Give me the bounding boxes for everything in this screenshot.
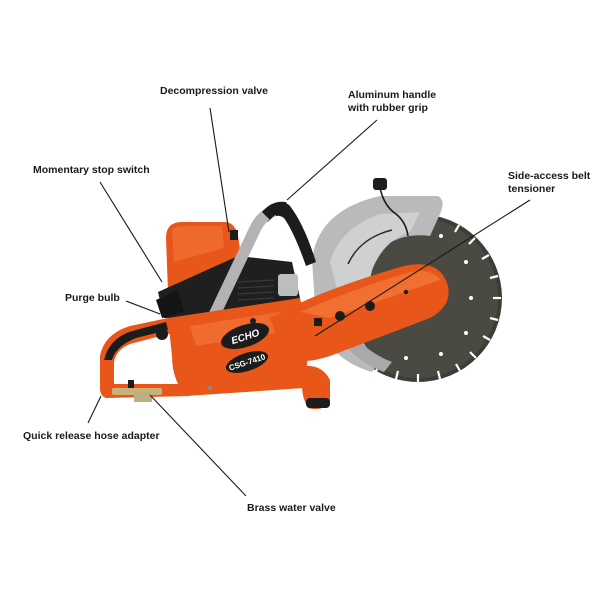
label-purge-bulb: Purge bulb <box>65 292 120 305</box>
label-side-access-belt-tensioner: Side-access belt tensioner <box>508 170 590 196</box>
label-quick-release-hose-adapter: Quick release hose adapter <box>23 430 160 443</box>
leader-aluminum-handle <box>286 119 378 201</box>
label-text-line1: Side-access belt <box>508 170 591 182</box>
leader-decompression-valve <box>209 107 230 233</box>
label-momentary-stop-switch: Momentary stop switch <box>33 164 150 177</box>
label-text: Momentary stop switch <box>33 164 150 176</box>
leader-belt-tensioner <box>314 199 531 337</box>
leader-lines <box>87 107 531 497</box>
belt-tensioner-knob <box>335 311 345 321</box>
leader-brass-water-valve <box>149 394 247 497</box>
leader-momentary-stop-switch <box>99 181 163 283</box>
label-text-line1: Aluminum handle <box>348 89 437 101</box>
leader-purge-bulb <box>125 300 161 315</box>
aluminum-handle <box>196 206 276 342</box>
water-nozzle-icon <box>373 178 387 190</box>
label-text: Decompression valve <box>160 85 268 97</box>
label-decompression-valve: Decompression valve <box>160 85 268 98</box>
echo-logo-badge: ECHO CSG-7410 <box>220 322 270 373</box>
label-text: Quick release hose adapter <box>23 430 160 442</box>
label-text: Brass water valve <box>247 502 336 514</box>
label-text-line2: with rubber grip <box>348 102 428 114</box>
label-text-line2: tensioner <box>508 183 556 195</box>
label-brass-water-valve: Brass water valve <box>247 502 336 515</box>
label-text: Purge bulb <box>65 292 120 304</box>
rubber-grip <box>262 202 316 266</box>
label-aluminum-handle: Aluminum handle with rubber grip <box>348 89 436 115</box>
leader-hose-adapter <box>87 395 102 424</box>
